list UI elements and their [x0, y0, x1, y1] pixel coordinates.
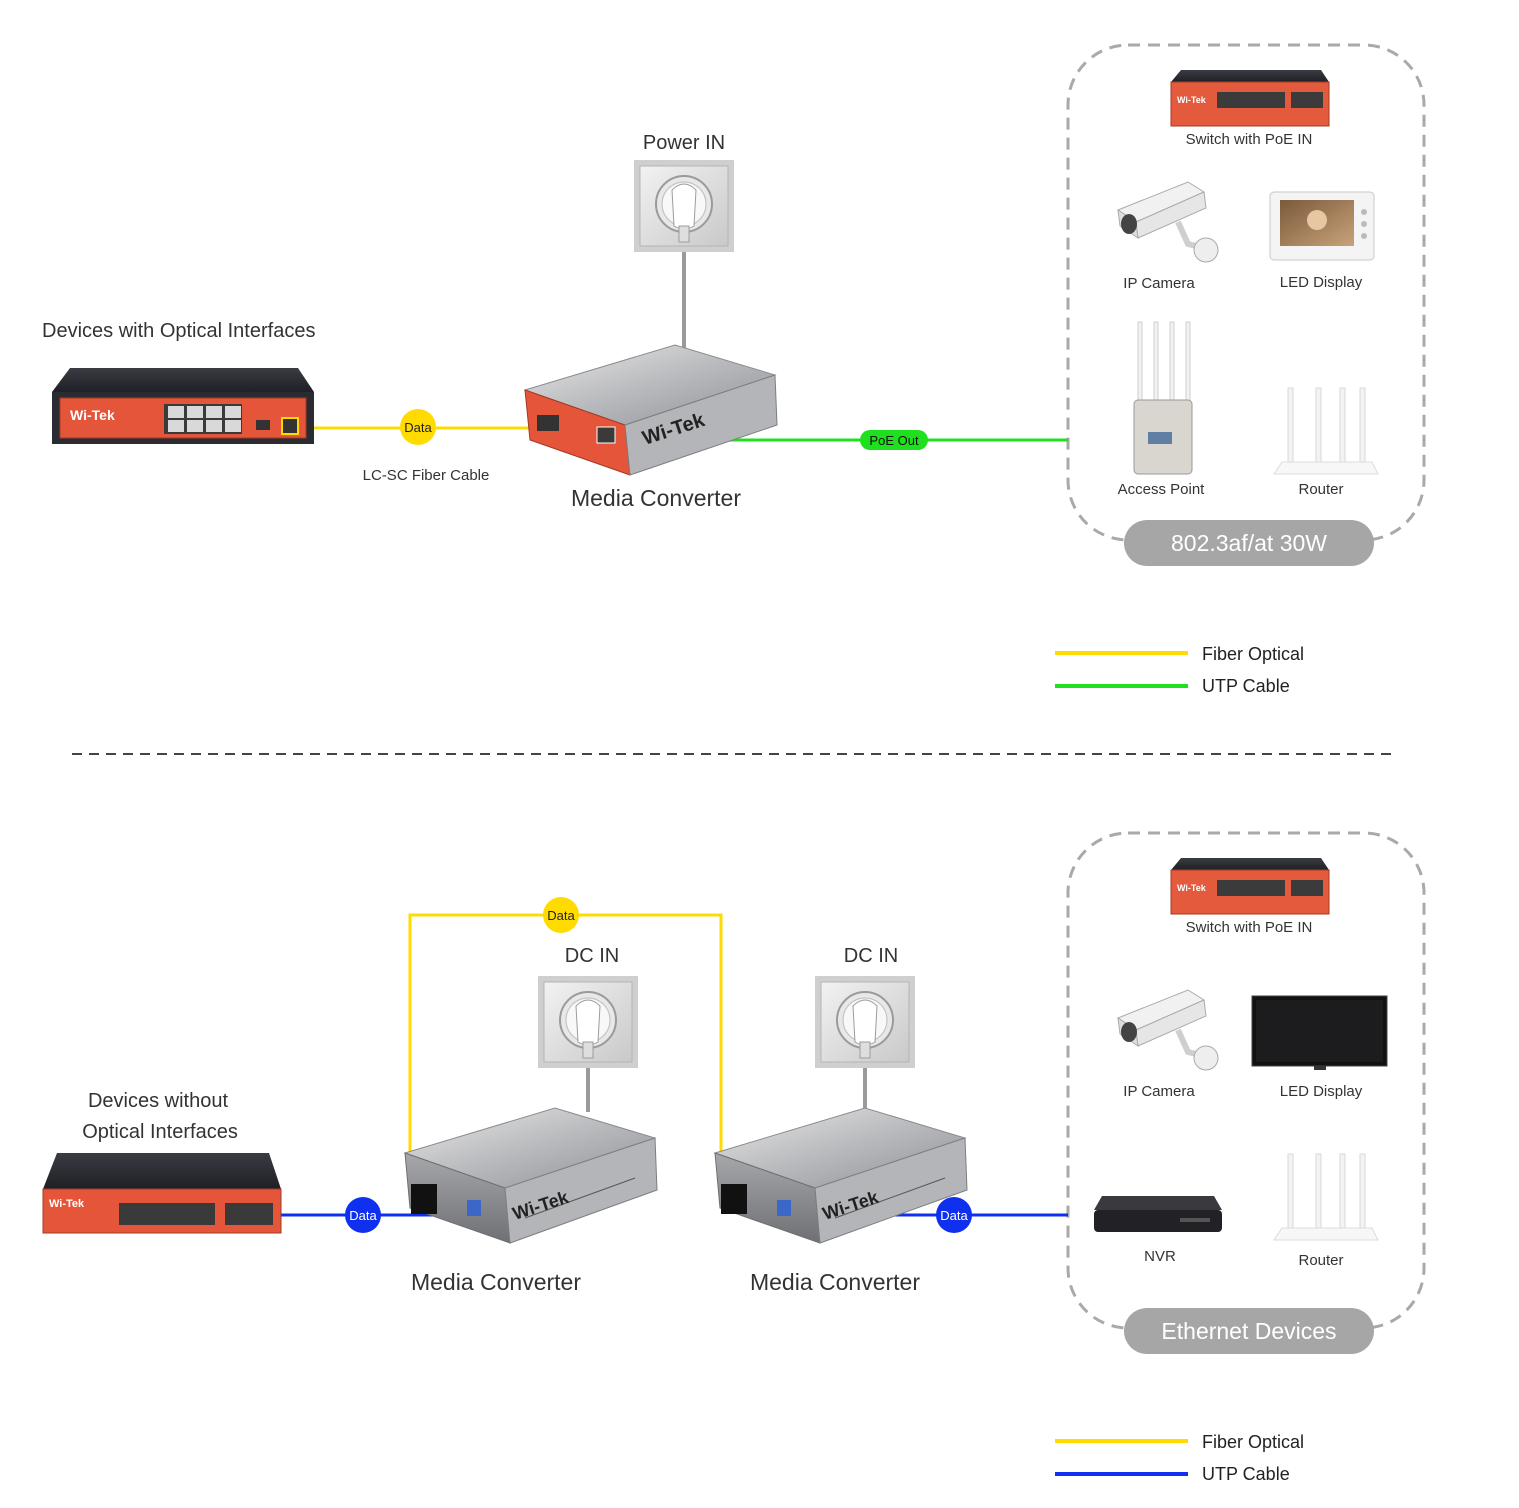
- group-item-label: IP Camera: [1123, 1083, 1195, 1100]
- group-item-label: Router: [1298, 1252, 1343, 1269]
- svg-text:802.3af/at 30W: 802.3af/at 30W: [1171, 530, 1327, 556]
- data-badge-right: Data: [936, 1197, 972, 1233]
- svg-text:Ethernet Devices: Ethernet Devices: [1161, 1318, 1336, 1344]
- non-optical-title-line2: Optical Interfaces: [82, 1121, 238, 1143]
- data-badge-fiber: Data: [543, 897, 579, 933]
- video-intercom-display-icon: [1269, 191, 1375, 261]
- group-item-label: IP Camera: [1123, 275, 1195, 292]
- media-converter-right-icon: Wi-Tek: [714, 1107, 968, 1244]
- group-item-label: Switch with PoE IN: [1186, 131, 1313, 148]
- non-optical-title-line1: Devices without: [88, 1090, 229, 1112]
- tv-display-icon: [1251, 995, 1388, 1070]
- ip-camera-icon: [1118, 990, 1218, 1070]
- svg-text:Data: Data: [940, 1208, 968, 1223]
- dc-in-left-label: DC IN: [565, 945, 619, 967]
- media-converter-left-icon: Wi-Tek: [404, 1107, 658, 1244]
- legend-bottom: Fiber Optical UTP Cable: [1055, 1432, 1304, 1484]
- poe-standard-pill: 802.3af/at 30W: [1124, 520, 1374, 566]
- ip-camera-icon: [1118, 182, 1218, 262]
- svg-text:PoE Out: PoE Out: [869, 433, 919, 448]
- ethernet-devices-pill: Ethernet Devices: [1124, 1308, 1374, 1354]
- legend-label: UTP Cable: [1202, 1464, 1290, 1484]
- group-item-label: Router: [1298, 481, 1343, 498]
- legend-label: Fiber Optical: [1202, 644, 1304, 664]
- ethernet-switch-icon: Wi-Tek: [42, 1153, 282, 1234]
- legend-top: Fiber Optical UTP Cable: [1055, 644, 1304, 696]
- svg-text:Data: Data: [404, 420, 432, 435]
- group-item-label: Access Point: [1118, 481, 1206, 498]
- optical-switch-icon: Wi-Tek: [52, 368, 314, 444]
- optical-devices-title: Devices with Optical Interfaces: [42, 320, 315, 342]
- media-converter-right-label: Media Converter: [750, 1269, 920, 1295]
- power-socket-icon: [633, 159, 735, 253]
- router-icon: [1273, 1153, 1379, 1241]
- group-item-label: LED Display: [1280, 274, 1363, 291]
- data-badge-left: Data: [345, 1197, 381, 1233]
- legend-label: UTP Cable: [1202, 676, 1290, 696]
- dc-in-right-label: DC IN: [844, 945, 898, 967]
- group-item-label: NVR: [1144, 1248, 1176, 1265]
- poe-switch-icon: [1170, 857, 1330, 915]
- media-converter-left-label: Media Converter: [411, 1269, 581, 1295]
- group-item-label: LED Display: [1280, 1083, 1363, 1100]
- group-item-label: Switch with PoE IN: [1186, 919, 1313, 936]
- svg-text:Data: Data: [547, 908, 575, 923]
- media-converter-icon: Wi-Tek: [523, 344, 778, 476]
- poe-switch-icon: [1170, 69, 1330, 127]
- dc-socket-left-icon: [537, 975, 639, 1069]
- media-converter-label: Media Converter: [571, 485, 741, 511]
- router-icon: [1273, 387, 1379, 475]
- nvr-icon: [1094, 1196, 1222, 1232]
- fiber-cable-caption: LC-SC Fiber Cable: [363, 467, 490, 484]
- outdoor-access-point-icon: [1133, 321, 1193, 475]
- legend-label: Fiber Optical: [1202, 1432, 1304, 1452]
- dc-socket-right-icon: [814, 975, 916, 1069]
- svg-text:Wi-Tek: Wi-Tek: [49, 1198, 85, 1210]
- poe-out-badge: PoE Out: [860, 430, 928, 450]
- svg-text:Wi-Tek: Wi-Tek: [70, 407, 115, 423]
- data-badge-top: Data: [400, 409, 436, 445]
- power-in-label: Power IN: [643, 132, 725, 154]
- svg-text:Data: Data: [349, 1208, 377, 1223]
